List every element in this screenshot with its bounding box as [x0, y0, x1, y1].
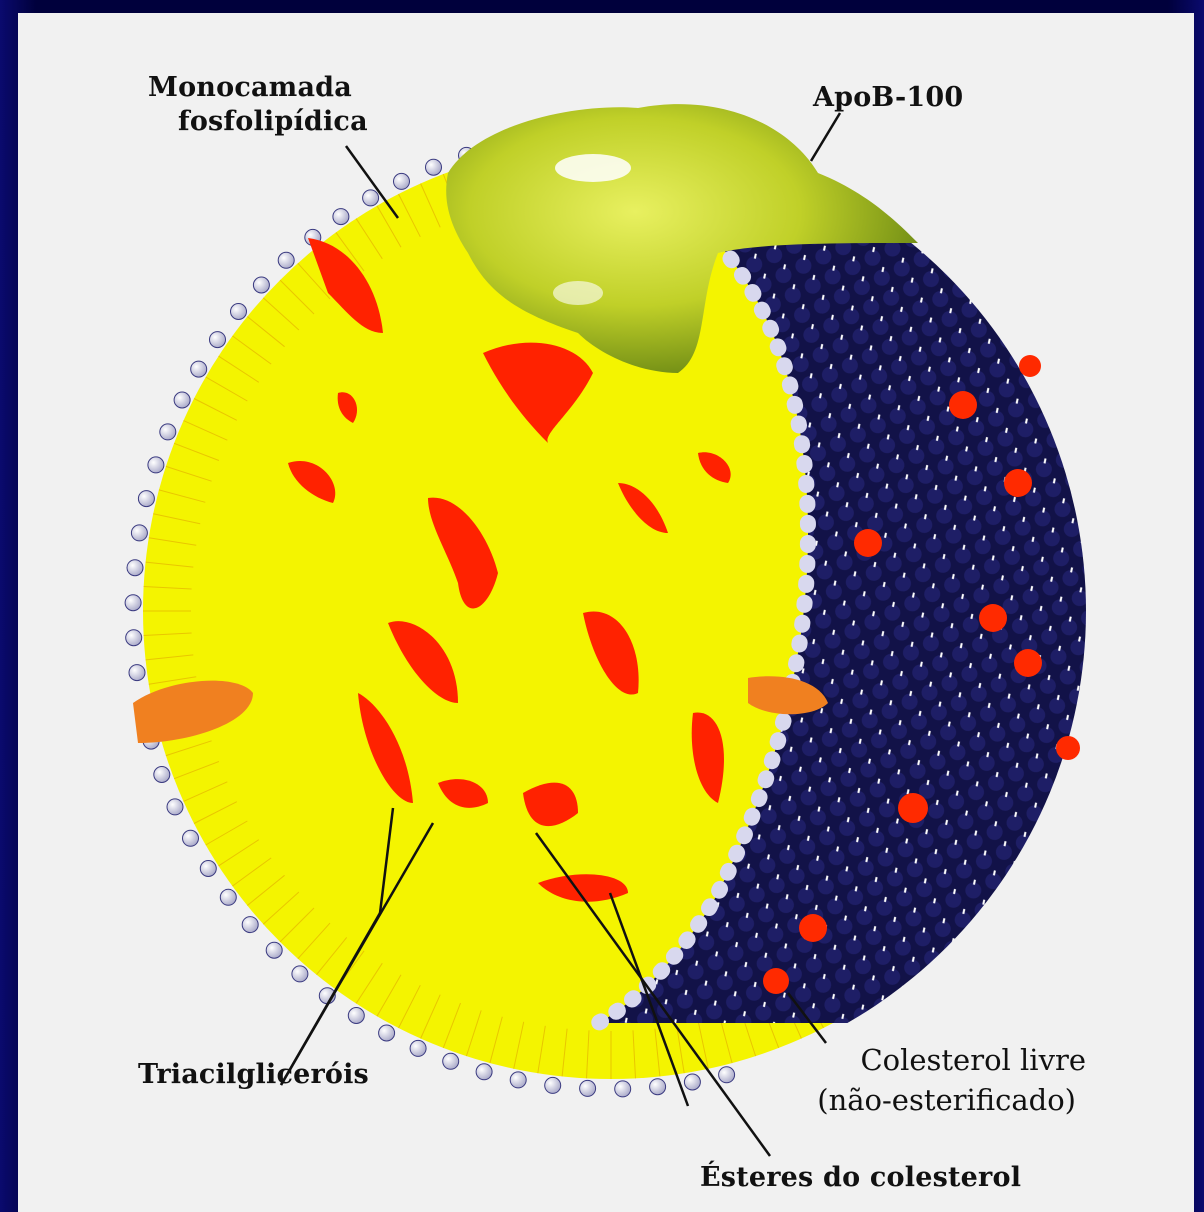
phospholipid-head — [138, 491, 154, 507]
phospholipid-head — [210, 332, 226, 348]
phospholipid-head — [394, 173, 410, 189]
phospholipid-head — [220, 889, 236, 905]
phospholipid-head — [545, 1077, 561, 1093]
phospholipid-head — [379, 1025, 395, 1041]
phospholipid-head — [580, 1080, 596, 1096]
phospholipid-head — [125, 595, 141, 611]
phospholipid-head — [363, 190, 379, 206]
phospholipid-head — [292, 966, 308, 982]
label-monocamada: Monocamada — [148, 71, 352, 104]
phospholipid-head — [278, 252, 294, 268]
phospholipid-head — [191, 361, 207, 377]
label-esteres-do-colesterol: Ésteres do colesterol — [700, 1161, 1021, 1194]
phospholipid-head — [719, 1067, 735, 1083]
label-nao-esterificado: (não-esterificado) — [817, 1083, 1076, 1118]
phospholipid-head — [426, 159, 442, 175]
phospholipid-head — [410, 1040, 426, 1056]
phospholipid-head — [615, 1081, 631, 1097]
phospholipid-head — [127, 560, 143, 576]
phospholipid-head — [476, 1064, 492, 1080]
phospholipid-head — [167, 799, 183, 815]
phospholipid-head — [684, 1074, 700, 1090]
diagram-canvas: Monocamada fosfolipídica ApoB-100 Triaci… — [18, 13, 1194, 1212]
phospholipid-head — [183, 830, 199, 846]
phospholipid-head — [650, 1079, 666, 1095]
label-fosfolipidica: fosfolipídica — [178, 105, 368, 138]
phospholipid-head — [148, 457, 164, 473]
phospholipid-head — [154, 767, 170, 783]
phospholipid-head — [126, 630, 142, 646]
phospholipid-head — [129, 665, 145, 681]
label-colesterol-livre: Colesterol livre — [860, 1043, 1086, 1078]
phospholipid-head — [266, 942, 282, 958]
phospholipid-head — [160, 424, 176, 440]
label-apob-100: ApoB-100 — [813, 81, 963, 114]
phospholipid-head — [131, 525, 147, 541]
phospholipid-head — [348, 1008, 364, 1024]
phospholipid-head — [174, 392, 190, 408]
phospholipid-head — [333, 209, 349, 225]
label-triacilglicerois: Triacilgliceróis — [138, 1058, 369, 1091]
phospholipid-head — [510, 1072, 526, 1088]
lipoprotein-diagram — [18, 13, 1194, 1212]
phospholipid-head — [253, 277, 269, 293]
phospholipid-head — [200, 861, 216, 877]
phospholipid-head — [231, 304, 247, 320]
phospholipid-head — [242, 917, 258, 933]
phospholipid-head — [443, 1053, 459, 1069]
